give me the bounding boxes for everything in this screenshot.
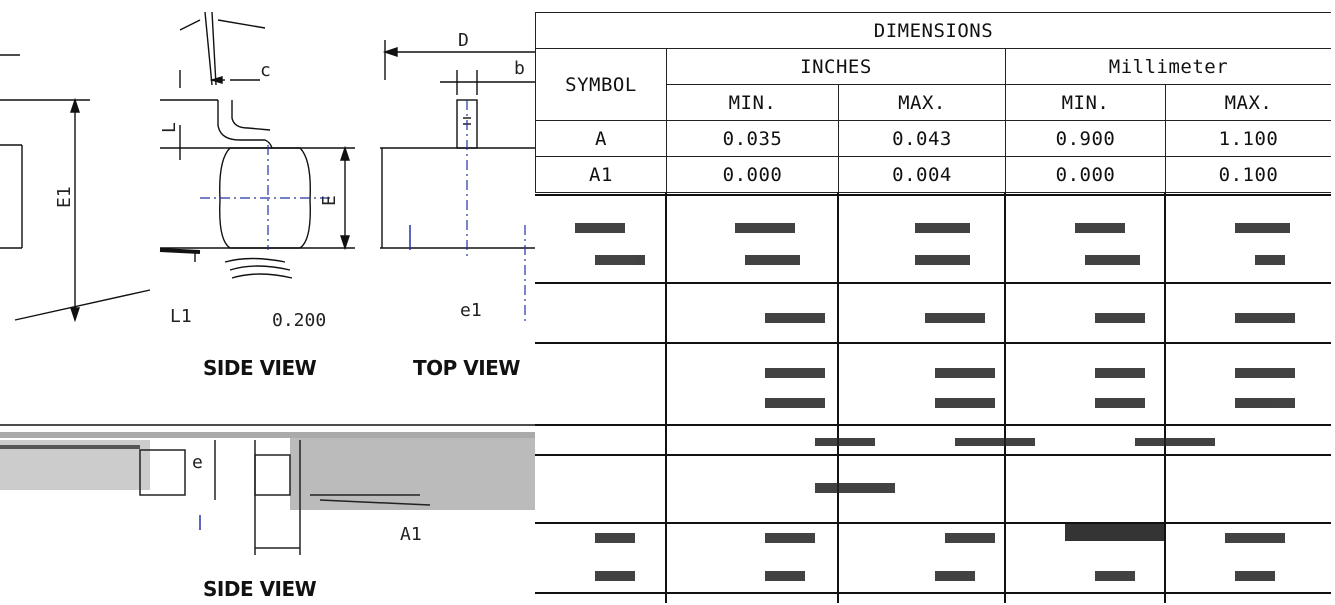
- inches-min-header: MIN.: [666, 84, 839, 121]
- mm-min-header: MIN.: [1005, 84, 1166, 121]
- callout-E1: E1: [54, 186, 75, 208]
- package-drawing: c L E1 E D b L1 0.200 e1 e A1: [0, 11, 535, 555]
- row-in-max: 0.004: [838, 156, 1006, 193]
- table-row: A 0.035 0.043 0.900 1.100: [535, 120, 1331, 157]
- table-row: A1 0.000 0.004 0.000 0.100: [535, 156, 1331, 193]
- mm-max-header: MAX.: [1165, 84, 1331, 121]
- callout-D: D: [458, 30, 469, 51]
- millimeter-header: Millimeter: [1005, 48, 1331, 85]
- callout-L: L: [159, 122, 180, 133]
- inches-header: INCHES: [666, 48, 1006, 85]
- callout-c: c: [260, 60, 271, 81]
- table-title: DIMENSIONS: [535, 12, 1331, 49]
- inches-max-header: MAX.: [838, 84, 1006, 121]
- side-view-label-top: SIDE VIEW: [203, 356, 317, 380]
- callout-A1: A1: [400, 524, 422, 545]
- row-mm-max: 1.100: [1165, 120, 1331, 157]
- row-mm-min: 0.900: [1005, 120, 1166, 157]
- row-mm-min: 0.000: [1005, 156, 1166, 193]
- callout-E: E: [319, 195, 340, 206]
- row-symbol: A1: [535, 156, 667, 193]
- dimensions-table-container: DIMENSIONS SYMBOL INCHES Millimeter MIN.…: [535, 12, 1331, 605]
- top-view-label: TOP VIEW: [413, 356, 520, 380]
- callout-L1: L1: [170, 306, 192, 327]
- row-in-min: 0.000: [666, 156, 839, 193]
- callout-b: b: [514, 58, 525, 79]
- row-in-min: 0.035: [666, 120, 839, 157]
- dimensions-table: DIMENSIONS SYMBOL INCHES Millimeter MIN.…: [535, 12, 1331, 193]
- callout-e1: e1: [460, 300, 482, 321]
- symbol-header: SYMBOL: [535, 48, 667, 121]
- side-view-label-bottom: SIDE VIEW: [203, 577, 317, 601]
- row-mm-max: 0.100: [1165, 156, 1331, 193]
- callout-e: e: [192, 452, 203, 473]
- row-symbol: A: [535, 120, 667, 157]
- row-in-max: 0.043: [838, 120, 1006, 157]
- garbled-table-region: [535, 193, 1331, 603]
- callout-pitch: 0.200: [272, 310, 326, 331]
